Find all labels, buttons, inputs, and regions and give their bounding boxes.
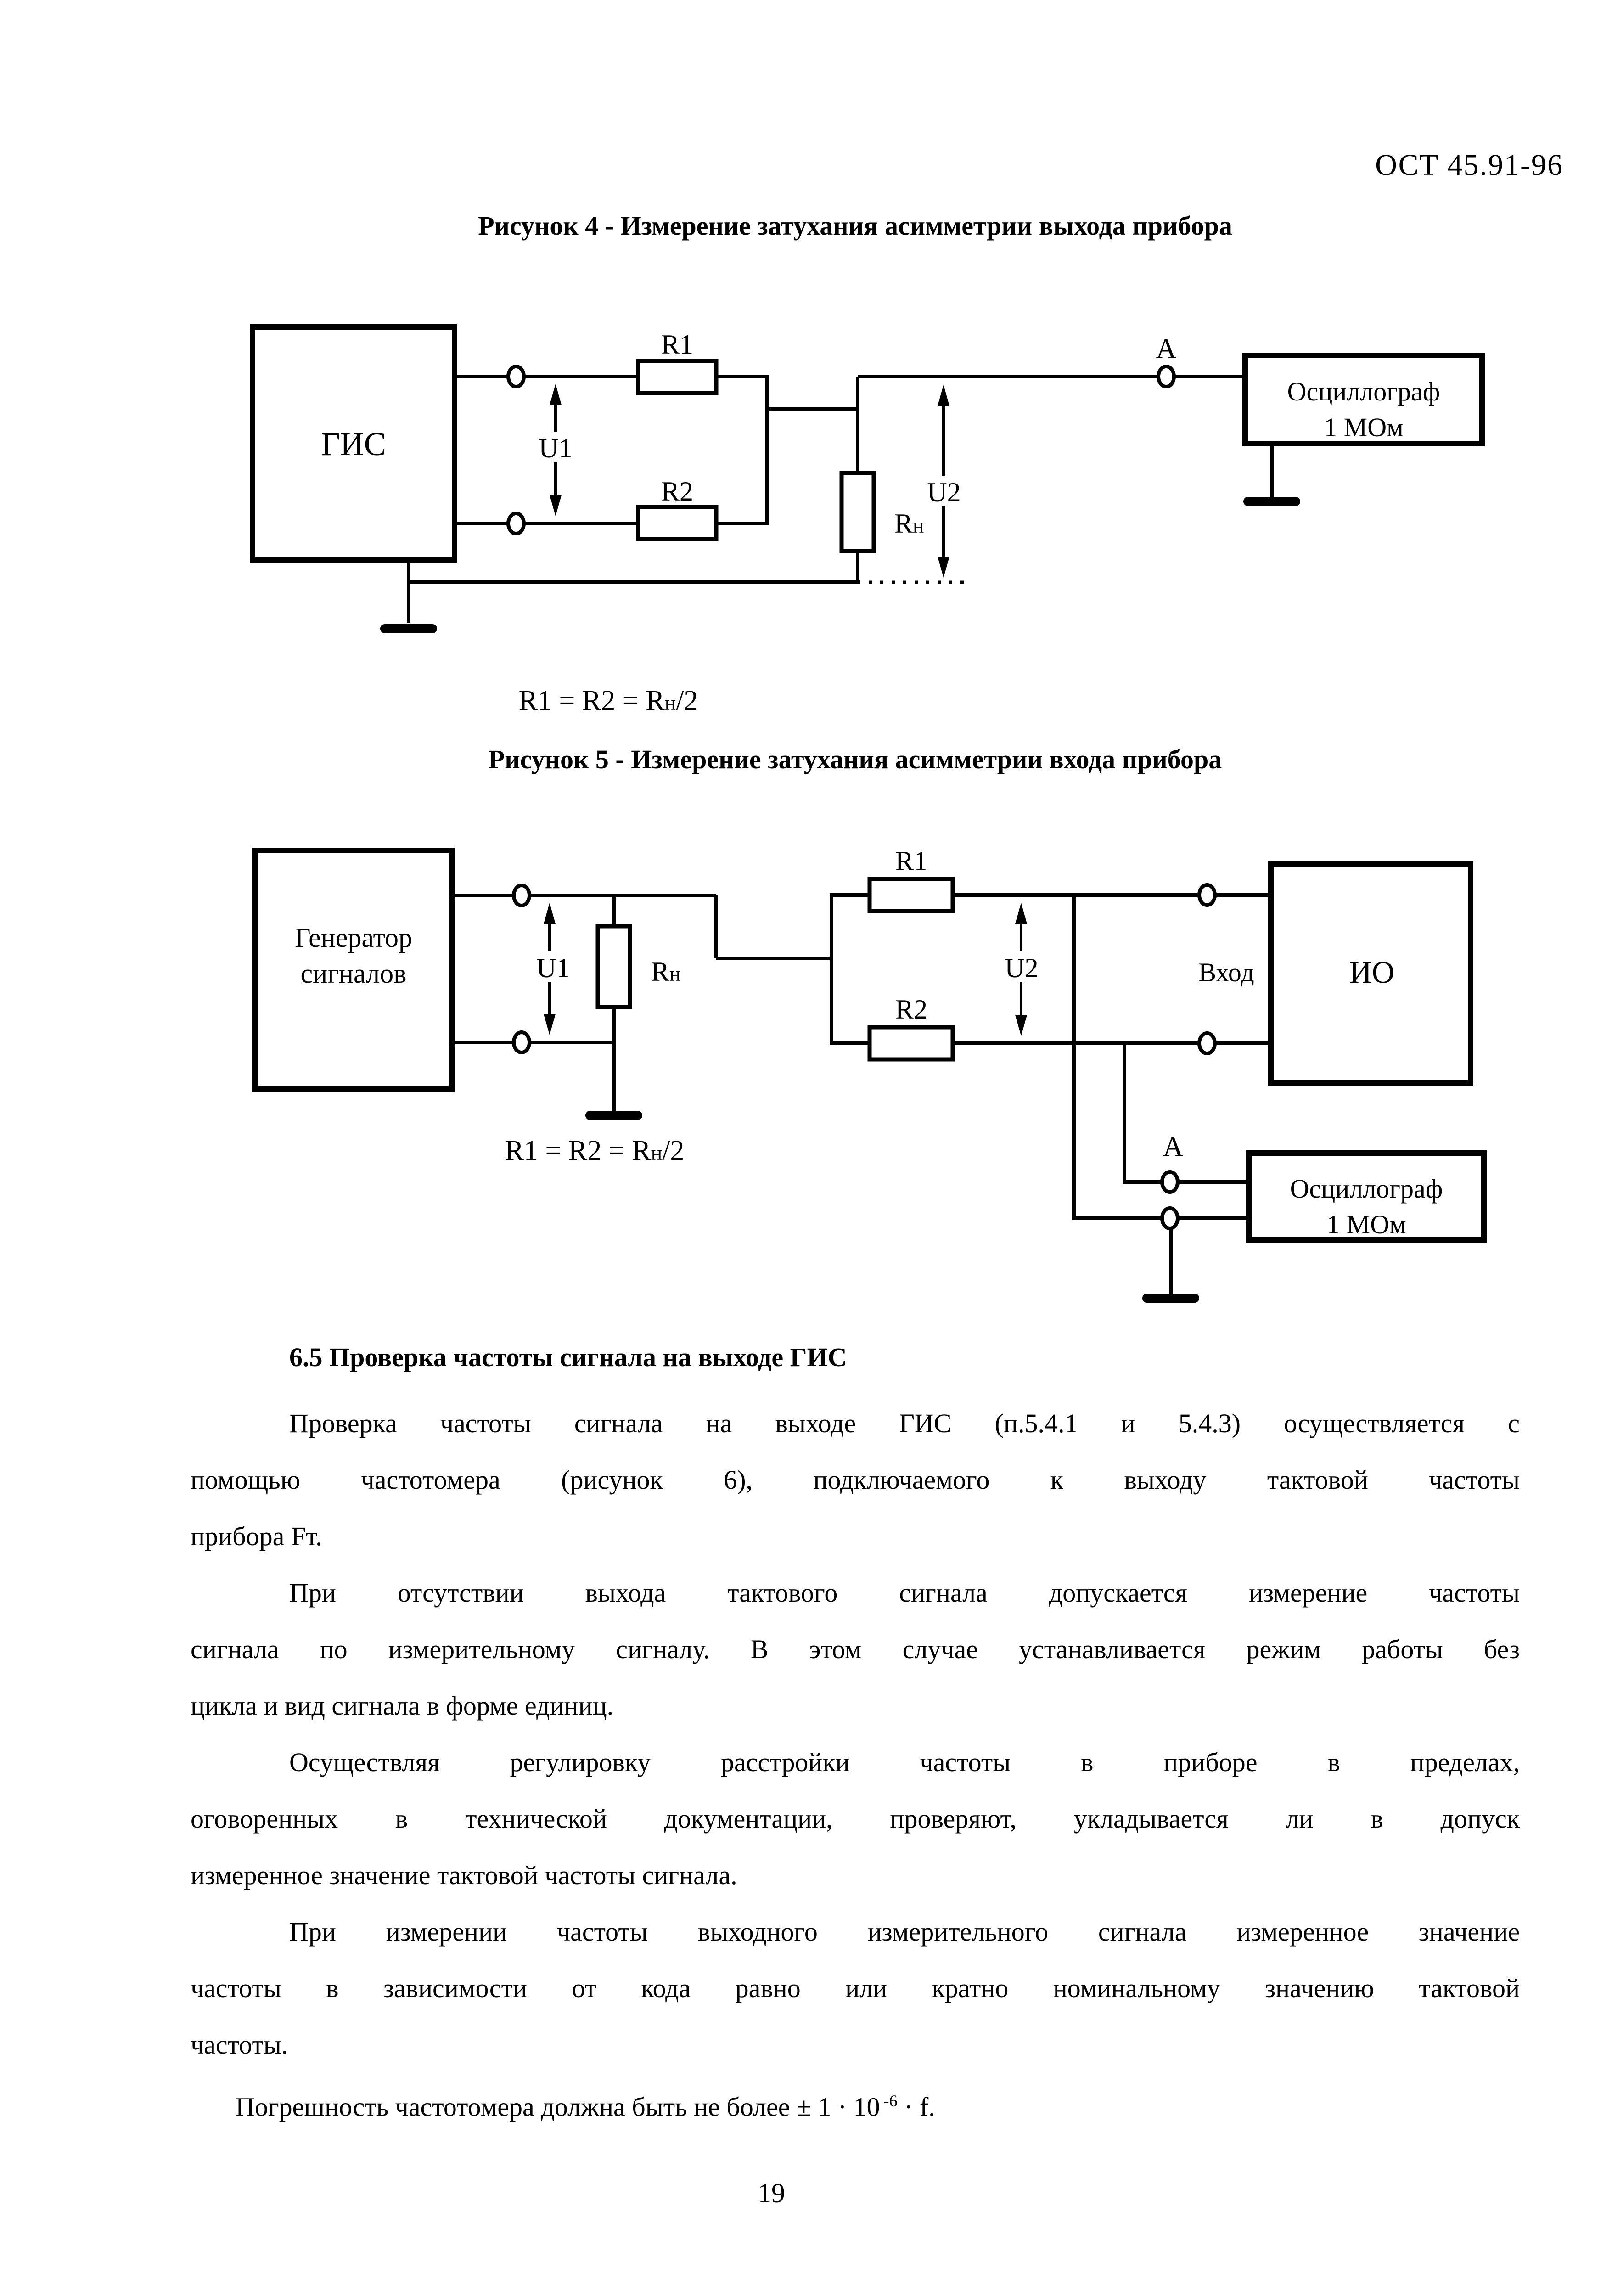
r1-label: R1 xyxy=(661,329,693,360)
figure4-terminals xyxy=(506,365,1176,535)
u2-arrow: U2 xyxy=(994,903,1049,1036)
section-heading: 6.5 Проверка частоты сигнала на выходе Г… xyxy=(289,1342,847,1372)
figure5-caption: Рисунок 5 - Измерение затухания асимметр… xyxy=(488,744,1222,774)
exponent: -6 xyxy=(883,2092,898,2110)
resistor-r2 xyxy=(636,505,719,541)
paragraph-line: помощью частотомера (рисунок 6), подключ… xyxy=(191,1465,1520,1495)
generator-box xyxy=(252,848,455,1092)
resistor-r1 xyxy=(867,877,955,913)
resistor-rn xyxy=(839,471,876,553)
r1-label: R1 xyxy=(895,846,927,876)
u1-arrow: U1 xyxy=(527,903,580,1035)
paragraph-line: цикла и вид сигнала в форме единиц. xyxy=(191,1691,614,1721)
terminal-icon xyxy=(1160,1170,1180,1194)
terminal-icon xyxy=(1160,1206,1180,1230)
terminal-icon xyxy=(506,512,526,535)
figure4-formula: R1 = R2 = Rн/2 xyxy=(519,685,698,716)
input-label: Вход xyxy=(1198,957,1254,987)
document-code: ОСТ 45.91-96 xyxy=(1375,148,1563,182)
rn-label: Rн xyxy=(651,957,681,987)
u1-arrow: U1 xyxy=(529,384,582,516)
figure5-formula: R1 = R2 = Rн/2 xyxy=(505,1135,685,1166)
io-device-label: ИО xyxy=(1349,955,1394,990)
gis-label: ГИС xyxy=(321,426,386,462)
r2-label: R2 xyxy=(895,994,927,1024)
page-number: 19 xyxy=(758,2178,785,2208)
figure5-resistors xyxy=(595,877,955,1062)
generator-label-line1: Генератор xyxy=(295,923,412,953)
paragraph-line: Осуществляя регулировку расстройки часто… xyxy=(289,1747,1520,1777)
paragraph-line: прибора Fт. xyxy=(191,1521,322,1551)
figure4-diagram: ГИС R1 R2 А Rн U1 U2 xyxy=(250,324,1485,716)
u1-label: U1 xyxy=(539,433,572,463)
oscilloscope-label: Осциллограф xyxy=(1290,1174,1443,1204)
paragraph-line: частоты в зависимости от кода равно или … xyxy=(191,1973,1520,2003)
terminal-icon xyxy=(512,884,531,907)
resistor-r2 xyxy=(867,1025,955,1062)
terminal-icon xyxy=(1197,1031,1217,1055)
terminal-icon xyxy=(512,1030,531,1054)
figure4-resistors xyxy=(636,359,876,553)
paragraph-line: сигнала по измерительному сигналу. В это… xyxy=(191,1634,1520,1664)
rn-label: Rн xyxy=(894,508,924,539)
figure4-caption: Рисунок 4 - Измерение затухания асимметр… xyxy=(478,211,1232,241)
paragraph-line: измеренное значение тактовой частоты сиг… xyxy=(191,1860,737,1890)
u2-label: U2 xyxy=(1005,953,1038,983)
body-text: Проверка частоты сигнала на выходе ГИС (… xyxy=(191,1395,1520,2135)
figure5-wires xyxy=(452,893,1271,1296)
paragraph-line: оговоренных в технической документации, … xyxy=(191,1804,1520,1834)
terminal-icon xyxy=(1157,365,1176,388)
u2-label: U2 xyxy=(927,477,960,507)
terminal-icon xyxy=(1197,883,1217,907)
error-text-tail: · f. xyxy=(897,2092,935,2122)
oscilloscope-impedance: 1 МОм xyxy=(1326,1210,1406,1239)
figure5-diagram: Генератор сигналов R1 R2 Rн U1 xyxy=(252,846,1487,1303)
r2-label: R2 xyxy=(661,476,693,506)
terminal-icon xyxy=(506,365,526,388)
error-text: Погрешность частотомера должна быть не б… xyxy=(236,2092,880,2122)
point-a-label: А xyxy=(1156,333,1177,365)
paragraph-line: частоты. xyxy=(191,2030,288,2060)
resistor-rn xyxy=(595,924,632,1009)
gis-box xyxy=(250,324,457,563)
u1-label: U1 xyxy=(536,953,570,983)
paragraph-line: Проверка частоты сигнала на выходе ГИС (… xyxy=(289,1408,1520,1438)
paragraph-line: При измерении частоты выходного измерите… xyxy=(289,1917,1520,1947)
resistor-r1 xyxy=(636,359,719,395)
oscilloscope-label: Осциллограф xyxy=(1287,377,1440,406)
io-device-box xyxy=(1268,861,1473,1086)
u2-arrow: U2 xyxy=(917,385,971,578)
figure5-terminals xyxy=(512,883,1217,1230)
oscilloscope-box xyxy=(1242,353,1485,446)
oscilloscope-box xyxy=(1246,1150,1487,1243)
point-a-label: А xyxy=(1163,1131,1184,1163)
paragraph-line: При отсутствии выхода тактового сигнала … xyxy=(289,1578,1520,1608)
oscilloscope-impedance: 1 МОм xyxy=(1324,412,1404,442)
figure4-wires xyxy=(407,375,1274,623)
error-requirement-line: Погрешность частотомера должна быть не б… xyxy=(236,2073,1520,2135)
generator-label-line2: сигналов xyxy=(301,958,407,989)
